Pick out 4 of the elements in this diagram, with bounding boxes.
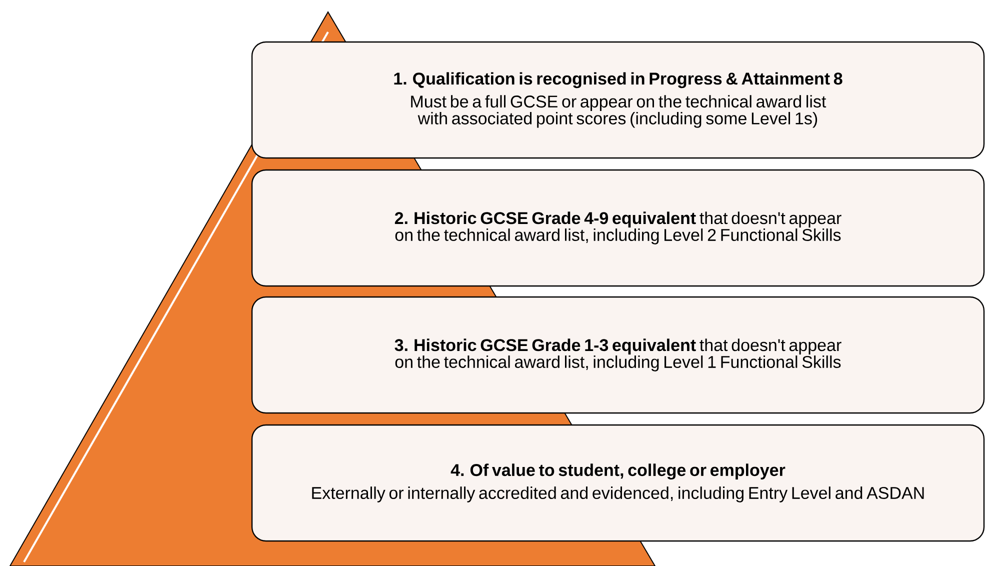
text-box: 2. Historic GCSE Grade 4-9 equivalent that doesn't appear on the technical award list, including Level 2 Functional Skills [251,169,985,287]
text-box: 3. Historic GCSE Grade 1-3 equivalent that doesn't appear on the technical award list, including Level 1 Functional Skills [251,296,985,414]
text-box: 4. Of value to student, college or employer Externally or internally accredited and evidenced, including Entry Level and ASDAN [251,424,985,542]
text-box: 1. Qualification is recognised in Progress & Attainment 8 Must be a full GCSE or appear on the technical award list with associated point scores (including some Level 1s) [251,41,985,159]
